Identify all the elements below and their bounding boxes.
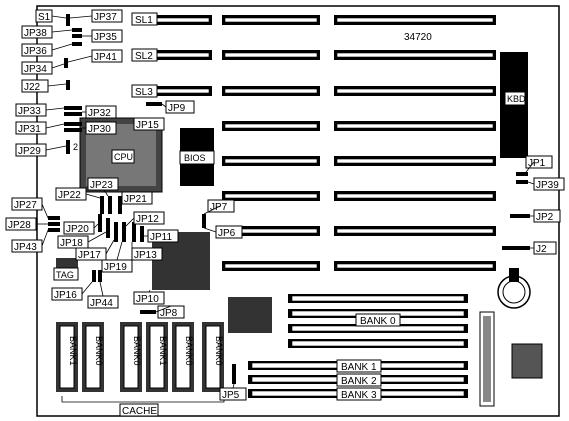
jp-38: JP38: [24, 28, 47, 39]
jp-18: JP18: [60, 238, 83, 249]
jp-11: JP11: [150, 232, 172, 243]
cache-chip-3: BANK0: [132, 336, 142, 366]
jp-17: JP17: [78, 250, 101, 261]
jp-7: JP7: [210, 202, 228, 213]
jp-13: JP13: [134, 250, 157, 261]
jp-5: JP5: [222, 390, 240, 401]
jp-12: JP12: [136, 214, 159, 225]
jumper-pins: [48, 14, 530, 384]
board-number: 34720: [404, 32, 432, 43]
keyboard-connector: [511, 343, 543, 379]
jp-31: JP31: [18, 124, 41, 135]
jp-32: JP32: [88, 108, 111, 119]
j-2: J2: [536, 244, 547, 255]
jp-29: JP29: [18, 146, 41, 157]
jp-29-pin: 2: [73, 142, 78, 152]
jp-37: JP37: [94, 12, 117, 23]
chipset-b: [228, 297, 272, 333]
cpu-label: CPU: [114, 152, 133, 162]
cache-chip-2: BANK0: [94, 336, 104, 366]
cache-chip-4: BANK1: [158, 336, 168, 366]
jp-6: JP6: [218, 228, 236, 239]
j-22: J22: [24, 82, 41, 93]
bank-1-label: BANK 1: [341, 362, 377, 373]
leader-lines: [36, 15, 535, 389]
jp-22: JP22: [58, 190, 81, 201]
cache-chip-5: BANK0: [184, 336, 194, 366]
bank-0-label: BANK 0: [360, 316, 396, 327]
slot-group-right: [334, 15, 496, 271]
slot-label-sl1: SL1: [135, 15, 153, 26]
jp-39: JP39: [536, 180, 559, 191]
slot-group-middle: [222, 15, 320, 271]
slot-label-sl3: SL3: [135, 87, 153, 98]
jp-41: JP41: [94, 52, 117, 63]
jp-44: JP44: [90, 298, 113, 309]
jp-33: JP33: [18, 106, 41, 117]
jp-9: JP9: [168, 103, 186, 114]
jp-16: JP16: [54, 290, 77, 301]
jp-28: JP28: [8, 220, 31, 231]
jp-43: JP43: [14, 242, 37, 253]
jp-2: JP2: [536, 212, 554, 223]
cache-chip-1: BANK1: [68, 336, 78, 366]
jp-27: JP27: [14, 200, 37, 211]
jp-34: JP34: [24, 64, 47, 75]
kbd-label: KBD: [507, 94, 526, 104]
cache-chips: [56, 322, 224, 392]
jp-8: JP8: [160, 308, 178, 319]
bank-3-label: BANK 3: [341, 390, 377, 401]
jp-30: JP30: [88, 124, 111, 135]
cache-chip-6: BANK0: [214, 336, 224, 366]
slot-label-sl2: SL2: [135, 51, 153, 62]
jp-10: JP10: [136, 294, 159, 305]
jp-20: JP20: [66, 224, 89, 235]
jp-s1: S1: [38, 12, 51, 23]
tag-label: TAG: [56, 270, 74, 280]
bank-2-label: BANK 2: [341, 376, 377, 387]
jp-35: JP35: [94, 32, 117, 43]
jp-15: JP15: [136, 120, 159, 131]
jp-23: JP23: [90, 180, 113, 191]
jp-19: JP19: [104, 262, 127, 273]
jp-21: JP21: [124, 194, 147, 205]
cache-label: CACHE: [122, 406, 157, 417]
bios-label: BIOS: [184, 153, 206, 163]
jp-1: JP1: [528, 158, 546, 169]
jp-36: JP36: [24, 46, 47, 57]
